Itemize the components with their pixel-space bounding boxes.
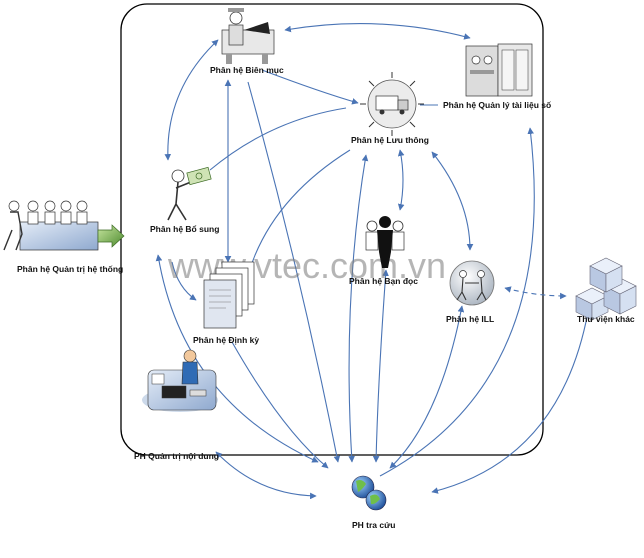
label-quan-ly-tai-lieu-so: Phân hệ Quản lý tài liệu số <box>443 100 551 110</box>
edge-bienmuc-quanly <box>284 23 471 40</box>
label-quan-tri-noi-dung: PH Quản trị nội dung <box>134 451 219 461</box>
system-boundary-frame <box>120 3 544 456</box>
delivery-truck-icon <box>360 72 424 136</box>
node-quan-ly-tai-lieu-so[interactable]: Phân hệ Quản lý tài liệu số <box>443 43 551 110</box>
edge-luuthong-bandoc <box>397 149 405 211</box>
globe-people-icon <box>449 260 495 306</box>
node-quan-tri-he-thong[interactable]: Phân hệ Quản trị hệ thống <box>3 200 125 274</box>
node-tra-cuu[interactable]: PH tra cứu <box>351 475 395 530</box>
label-bien-muc: Phân hệ Biên mục <box>210 65 284 75</box>
label-thu-vien-khac: Thư viện khác <box>577 314 635 324</box>
person-at-desk-icon <box>221 8 275 64</box>
node-ban-doc[interactable]: Phân hệ Bạn đọc <box>349 216 418 286</box>
people-group-icon <box>365 216 405 268</box>
label-quan-tri-he-thong: Phân hệ Quản trị hệ thống <box>17 264 123 274</box>
edge-noidung-tracuu <box>215 451 317 500</box>
edge-bienmuc-luuthong <box>261 69 359 105</box>
label-tra-cuu: PH tra cứu <box>352 520 395 530</box>
node-thu-vien-khac[interactable]: Thư viện khác <box>575 257 637 324</box>
label-dinh-ky: Phân hệ Định kỳ <box>193 335 259 345</box>
person-at-computer-icon <box>142 349 218 412</box>
document-stack-icon <box>203 261 255 329</box>
edge-luuthong-tracuu <box>348 154 369 463</box>
node-luu-thong[interactable]: Phân hệ Lưu thông <box>351 72 429 145</box>
edge-luuthong-ill <box>431 151 474 251</box>
globe-icon <box>351 475 387 511</box>
label-ill: Phân hệ ILL <box>446 314 494 324</box>
node-ill[interactable]: Phân hệ ILL <box>446 260 495 324</box>
edge-bosung-luuthong <box>209 107 347 171</box>
edge-quanly-tracuu <box>379 127 535 477</box>
meeting-people-icon <box>3 200 125 251</box>
label-ban-doc: Phân hệ Bạn đọc <box>349 276 418 286</box>
edge-bandoc-tracuu <box>372 269 389 463</box>
person-carrying-money-icon <box>167 166 212 221</box>
edge-dinhky-tracuu <box>231 341 329 469</box>
server-cabinet-icon <box>465 43 533 97</box>
edge-ill-thuvien <box>504 286 567 300</box>
node-quan-tri-noi-dung[interactable]: PH Quản trị nội dung <box>134 349 219 461</box>
label-bo-sung: Phân hệ Bổ sung <box>150 224 219 234</box>
label-luu-thong: Phân hệ Lưu thông <box>351 135 429 145</box>
node-bien-muc[interactable]: Phân hệ Biên mục <box>210 8 284 75</box>
edge-ill-tracuu <box>389 305 465 469</box>
edge-bienmuc-bosung <box>164 39 219 161</box>
node-dinh-ky[interactable]: Phân hệ Định kỳ <box>193 261 259 345</box>
node-bo-sung[interactable]: Phân hệ Bổ sung <box>150 166 219 234</box>
building-blocks-icon <box>575 257 637 321</box>
edge-thuvien-tracuu <box>431 311 589 494</box>
